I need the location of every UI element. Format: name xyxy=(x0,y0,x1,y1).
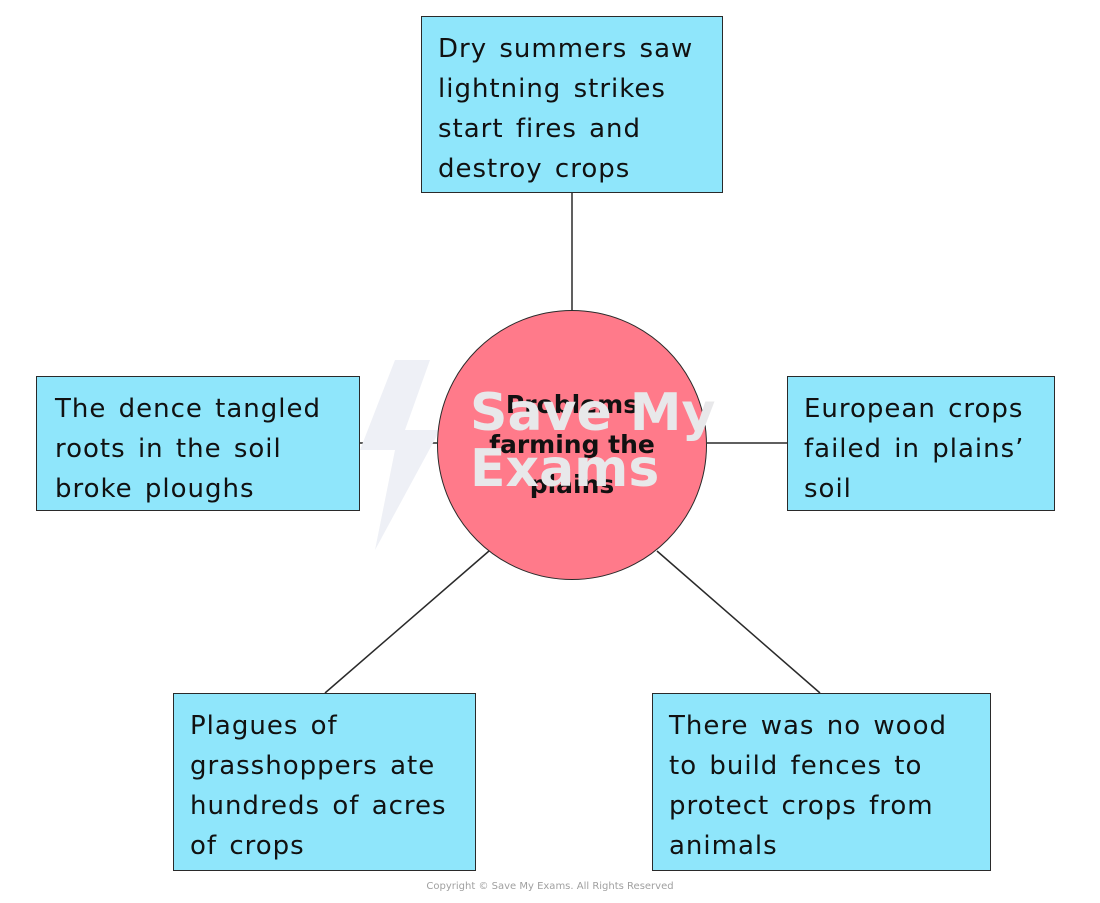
node-grasshoppers: Plagues of grasshoppers ate hundreds of … xyxy=(173,693,476,871)
copyright-notice: Copyright © Save My Exams. All Rights Re… xyxy=(426,881,674,892)
node-european-crops: European crops failed in plains’ soil xyxy=(787,376,1055,511)
central-topic-title: Problems farming the plains xyxy=(489,390,655,499)
node-tangled-roots: The dence tangled roots in the soil brok… xyxy=(36,376,360,511)
central-topic: Problems farming the plains xyxy=(437,310,707,580)
watermark-text: Save My Exams xyxy=(470,383,716,499)
connector-bottom-left xyxy=(324,550,490,694)
node-lightning-fires: Dry summers saw lightning strikes start … xyxy=(421,16,723,193)
connector-bottom-right xyxy=(656,550,821,694)
node-no-wood-fences: There was no wood to build fences to pro… xyxy=(652,693,991,871)
